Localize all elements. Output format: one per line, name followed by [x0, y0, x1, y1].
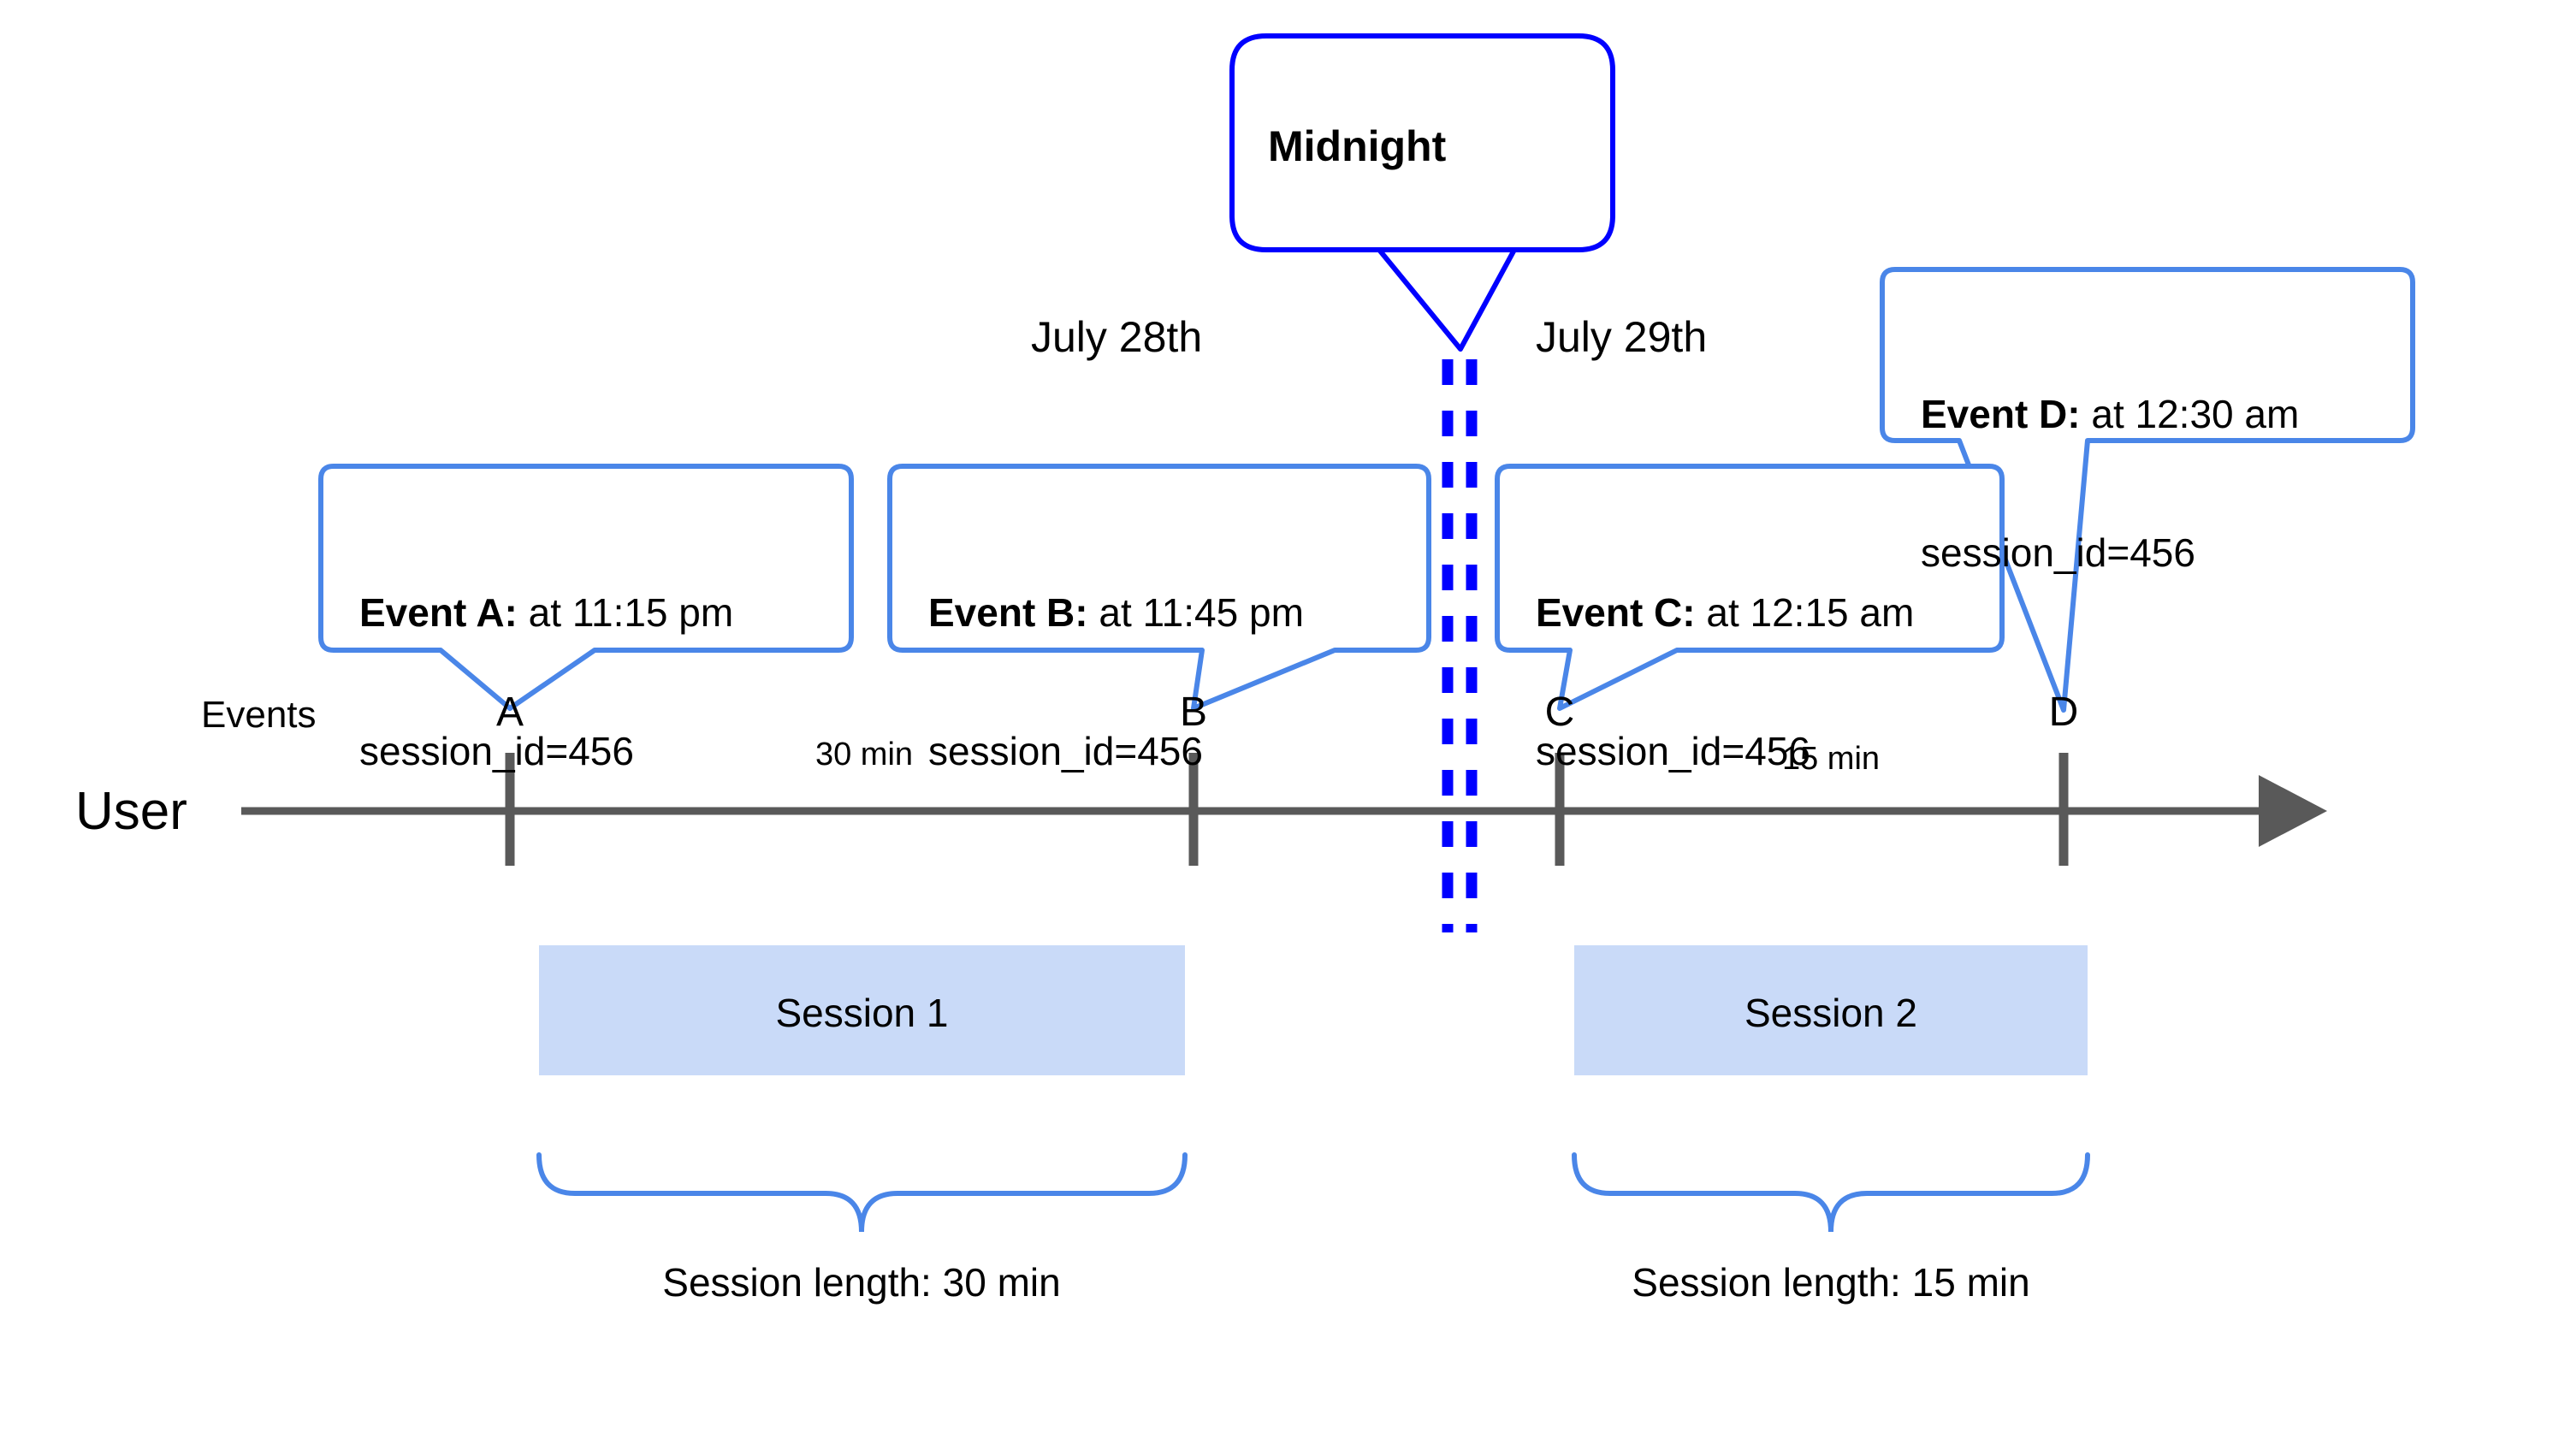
event-c-callout-text: Event C: at 12:15 am session_id=456 [1536, 496, 1914, 867]
session-2-length-label: Session length: 15 min [1632, 1260, 2030, 1305]
event-a-callout-shape[interactable] [318, 464, 854, 711]
event-d-session-id: session_id=456 [1921, 530, 2195, 576]
event-d-line-1: Event D: at 12:30 am [1921, 391, 2299, 437]
event-c-lead: Event C: [1536, 589, 1696, 635]
user-axis-label: User [75, 782, 187, 841]
event-d-bubble-path [1880, 267, 2415, 713]
event-d-callout-shape[interactable] [1880, 267, 2415, 713]
event-b-line-1: Event B: at 11:45 pm [928, 589, 1304, 636]
event-a-callout-text: Event A: at 11:15 pm session_id=456 [359, 496, 733, 867]
event-a-session-id: session_id=456 [359, 729, 634, 774]
event-letter-d: D [2048, 690, 2079, 735]
session-1-label: Session 1 [775, 991, 949, 1035]
midnight-label: Midnight [1268, 122, 1447, 170]
event-b-callout-shape[interactable] [887, 464, 1431, 711]
midnight-dashed-lines [1442, 359, 1478, 932]
event-c-bubble-path [1495, 464, 2005, 711]
event-a-detail: at 11:15 pm [517, 589, 734, 635]
event-c-line-1: Event C: at 12:15 am [1536, 589, 1914, 636]
session-1-length-label: Session length: 30 min [662, 1260, 1061, 1305]
session-2-box[interactable] [1574, 945, 2088, 1075]
event-tick-markers [505, 753, 2069, 866]
event-b-bubble-path [887, 464, 1431, 711]
session-1-box[interactable] [539, 945, 1185, 1075]
event-c-session-id: session_id=456 [1536, 729, 1810, 774]
gap-label-c-d: 15 min [1781, 741, 1881, 777]
event-letter-a: A [495, 690, 524, 735]
event-a-lead: Event A: [359, 589, 518, 635]
timeline-axis [241, 775, 2327, 847]
date-label-july-29: July 29th [1536, 313, 1708, 361]
session-1-brace [536, 1152, 1188, 1233]
timeline-arrowhead-icon [2259, 775, 2327, 847]
session-2-brace [1572, 1152, 2090, 1233]
event-d-callout-text: Event D: at 12:30 am session_id=456 [1921, 298, 2299, 669]
event-b-session-id: session_id=456 [928, 729, 1203, 774]
event-letter-c: C [1544, 690, 1575, 735]
event-a-line-1: Event A: at 11:15 pm [359, 589, 733, 636]
gap-label-a-b: 30 min [814, 737, 914, 772]
date-label-july-28: July 28th [1031, 313, 1203, 361]
session-2-label: Session 2 [1744, 991, 1917, 1035]
event-b-lead: Event B: [928, 589, 1088, 635]
event-b-callout-text: Event B: at 11:45 pm session_id=456 [928, 496, 1304, 867]
event-c-detail: at 12:15 am [1695, 589, 1915, 635]
event-letter-b: B [1179, 690, 1207, 735]
midnight-bubble-path [1229, 33, 1615, 352]
events-row-label: Events [201, 694, 317, 736]
midnight-callout-shape[interactable] [1229, 33, 1615, 352]
event-d-detail: at 12:30 am [2080, 391, 2300, 436]
event-b-detail: at 11:45 pm [1087, 589, 1304, 635]
event-a-bubble-path [318, 464, 854, 711]
event-d-lead: Event D: [1921, 391, 2081, 436]
event-c-callout-shape[interactable] [1495, 464, 2005, 711]
